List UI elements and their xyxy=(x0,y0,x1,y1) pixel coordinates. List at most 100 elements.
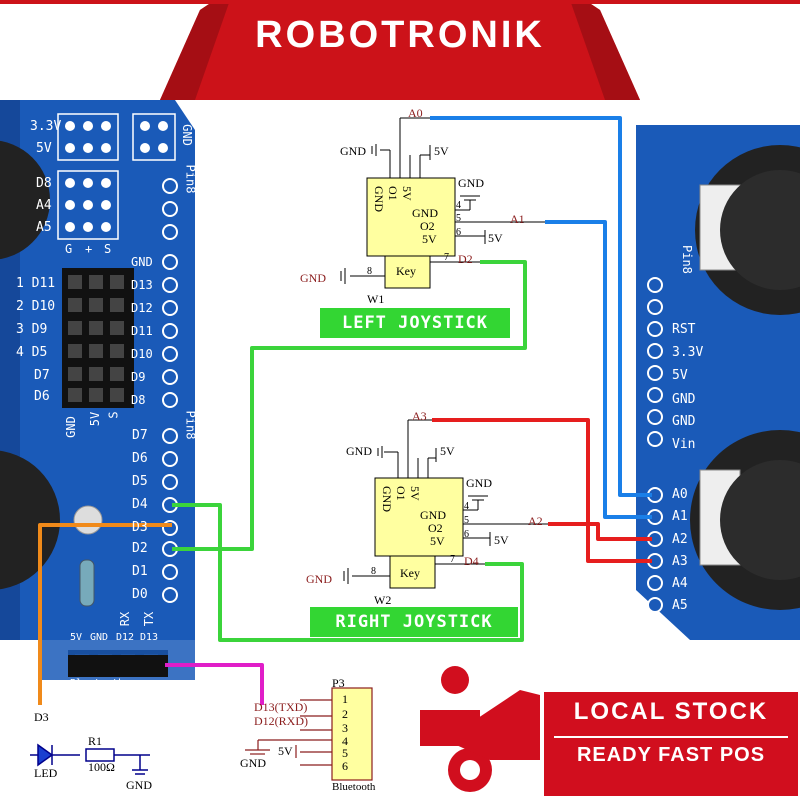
label-bt-5v: 5V xyxy=(70,632,83,643)
rj-num-7: 7 xyxy=(450,554,455,565)
label-col-gnd: GND xyxy=(63,416,78,438)
rj-num-5: 5 xyxy=(464,515,469,526)
label-bluetooth-board: Bluetooth xyxy=(70,678,125,689)
label-l-d5: D5 xyxy=(132,474,148,489)
label-bt-gnd: GND xyxy=(90,632,109,643)
lj-a1: A1 xyxy=(510,212,525,226)
lj-gnd-right: GND xyxy=(458,176,484,190)
label-tx: TX xyxy=(142,611,157,627)
rj-5v-right: 5V xyxy=(494,533,509,547)
label-r-d9: D9 xyxy=(131,370,146,384)
bt-pin-5: 5 xyxy=(342,746,348,760)
rj-a2: A2 xyxy=(528,514,543,528)
label-l-d3: D3 xyxy=(132,520,148,535)
label-bt-d12: D12 xyxy=(116,632,135,643)
label-5v: 5V xyxy=(36,141,52,156)
label-5v-r: 5V xyxy=(672,368,688,383)
label-col-s: S xyxy=(106,411,121,419)
label-board-version: meARM.WDT V2.18.8.22.S xyxy=(606,200,620,359)
rj-num-8: 8 xyxy=(371,566,376,577)
bt-name: Bluetooth xyxy=(332,781,376,793)
label-servo-3: 3 D9 xyxy=(16,322,48,337)
digital-pin-column-upper xyxy=(162,178,178,408)
lj-key: Key xyxy=(396,264,416,278)
label-3v3-r: 3.3V xyxy=(672,345,704,360)
wire-d2 xyxy=(172,260,527,551)
rj-5v-top: 5V xyxy=(440,444,455,458)
led-ref: D3 xyxy=(34,710,49,724)
label-plus: + xyxy=(85,242,93,256)
label-gnd-r1: GND xyxy=(672,392,696,407)
label-pin8-mid: Pin8 xyxy=(183,410,198,440)
label-a0: A0 xyxy=(672,487,688,502)
brand-logo: ROBOTRONIK xyxy=(255,14,545,56)
right-joystick-caption: RIGHT JOYSTICK xyxy=(310,607,518,637)
label-a5: A5 xyxy=(36,220,52,235)
label-r-gnd: GND xyxy=(131,255,153,269)
label-servo-4: 4 D5 xyxy=(16,345,48,360)
wire-a1 xyxy=(545,220,652,519)
lj-5v-right: 5V xyxy=(488,231,503,245)
lj-side-o2: O2 xyxy=(420,219,435,233)
wire-d4 xyxy=(172,503,524,642)
label-g: G xyxy=(65,242,73,256)
lj-d2: D2 xyxy=(458,252,473,266)
lj-5v-top: 5V xyxy=(434,144,449,158)
label-s: S xyxy=(104,242,112,256)
resistor-ref: R1 xyxy=(88,734,103,748)
label-pin8-top: Pin8 xyxy=(183,164,198,194)
bt-pin-4: 4 xyxy=(342,734,348,748)
label-a5-r: A5 xyxy=(672,598,688,613)
lj-num-4: 4 xyxy=(456,200,461,211)
lj-side-gnd: GND xyxy=(412,206,438,220)
rj-ref: W2 xyxy=(374,593,392,607)
label-top-gnd: GND xyxy=(179,124,194,146)
led-label: LED xyxy=(34,766,58,780)
label-vin: Vin xyxy=(672,437,696,452)
led-circuit xyxy=(30,743,150,775)
lj-num-5: 5 xyxy=(456,213,461,224)
lj-a0: A0 xyxy=(408,106,423,120)
label-a4-r: A4 xyxy=(672,576,688,591)
left-stick-top xyxy=(0,140,50,260)
left-joystick-schematic xyxy=(340,117,545,289)
label-bt-d13: D13 xyxy=(140,632,159,643)
rj-pin-gnd: GND xyxy=(380,486,394,512)
lj-ref: W1 xyxy=(367,292,385,306)
right-joystick-schematic xyxy=(343,419,548,589)
bt-pin-1: 1 xyxy=(342,692,348,706)
bluetooth-p3 xyxy=(245,687,373,781)
label-r-d8: D8 xyxy=(131,393,146,407)
bt-gnd: GND xyxy=(240,756,266,770)
label-servo-d6: D6 xyxy=(34,389,50,404)
resistor-value: 100Ω xyxy=(88,760,115,774)
rj-d4: D4 xyxy=(464,554,479,568)
rj-side-o2: O2 xyxy=(428,521,443,535)
bt-txd: D13(TXD) xyxy=(254,700,308,714)
power-pin-column xyxy=(647,277,663,447)
bt-pin-6: 6 xyxy=(342,759,348,773)
label-l-d7: D7 xyxy=(132,428,148,443)
label-l-d2: D2 xyxy=(132,541,148,556)
left-joystick-caption: LEFT JOYSTICK xyxy=(320,308,510,338)
label-l-d0: D0 xyxy=(132,587,148,602)
stock-line-1: LOCAL STOCK xyxy=(573,698,769,725)
label-r-d13: D13 xyxy=(131,278,153,292)
label-servo-1: 1 D11 xyxy=(16,276,56,291)
lj-pin-gnd: GND xyxy=(372,186,386,212)
bt-pin-3: 3 xyxy=(342,721,348,735)
rj-pin-o1: O1 xyxy=(394,486,408,501)
label-l-d4: D4 xyxy=(132,497,148,512)
rj-side-gnd: GND xyxy=(420,508,446,522)
label-a2: A2 xyxy=(672,532,688,547)
label-r-d12: D12 xyxy=(131,301,153,315)
rj-gnd-key: GND xyxy=(306,572,332,586)
label-3v3: 3.3V xyxy=(30,119,62,134)
wire-d3 xyxy=(38,523,172,705)
lj-num-7: 7 xyxy=(444,252,449,263)
label-a1: A1 xyxy=(672,509,688,524)
label-a3: A3 xyxy=(672,554,688,569)
label-l-d6: D6 xyxy=(132,451,148,466)
wire-a3 xyxy=(432,418,652,563)
